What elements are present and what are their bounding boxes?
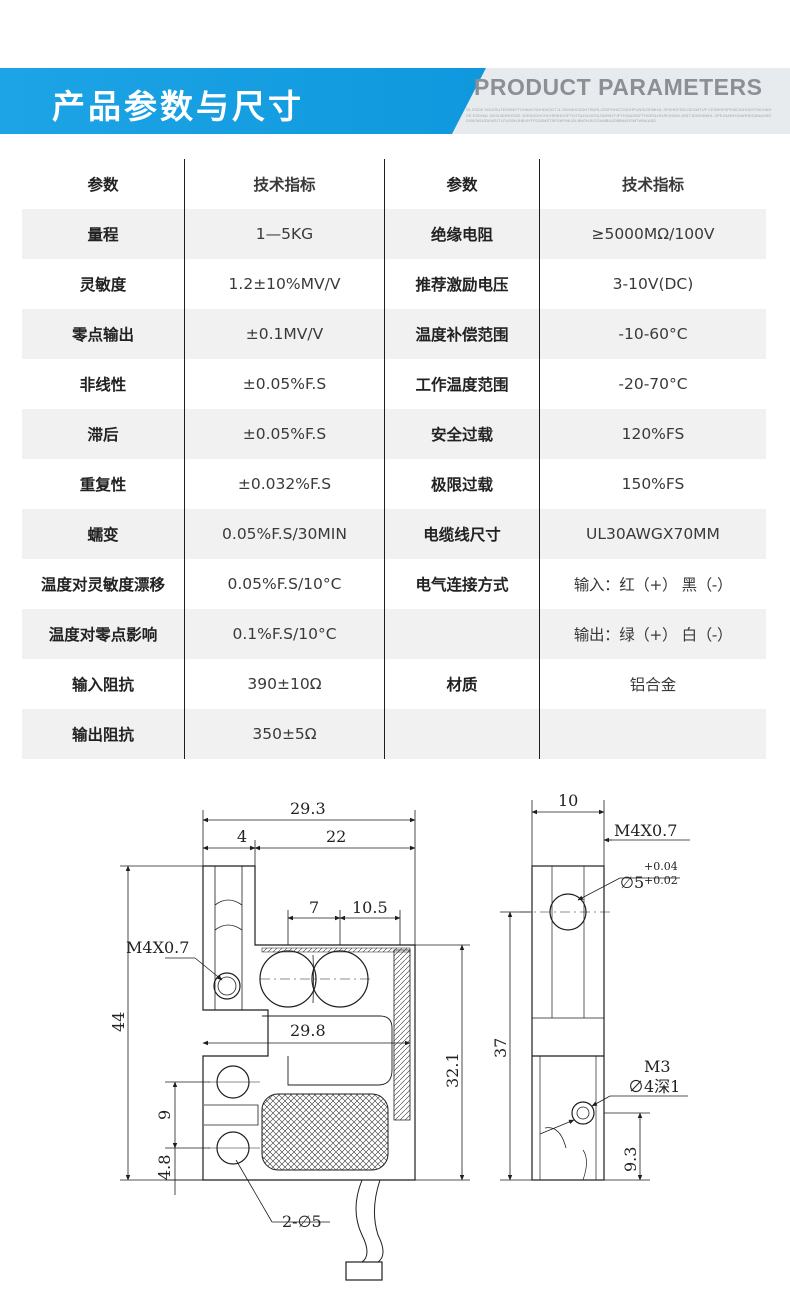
side-small-bore: ∅4深1 — [628, 1077, 680, 1096]
dim-hole-spacing: 9 — [155, 1110, 174, 1120]
param-value-2-4: -20-70°C — [539, 359, 766, 409]
param-name-8: 温度对灵敏度漂移 — [22, 559, 185, 609]
param-value-4: ±0.05%F.S — [184, 359, 385, 409]
page-title-english: PRODUCT PARAMETERS — [474, 74, 763, 100]
param-name-2-6: 极限过载 — [384, 459, 540, 509]
page-title: 产品参数与尺寸 — [52, 87, 304, 126]
dim-inner-height: 32.1 — [443, 1052, 462, 1088]
dimension-drawing: 29.3 4 22 7 10.5 29.8 44 32.1 9 4.8 M4X0… — [109, 791, 690, 1281]
param-value-7: 0.05%F.S/30MIN — [184, 509, 385, 559]
param-value-2: 1.2±10%MV/V — [184, 259, 385, 309]
column-header-2: 参数 — [384, 159, 540, 209]
param-name-11: 输出阻抗 — [22, 709, 185, 759]
dim-hole-offset: 4.8 — [155, 1155, 174, 1180]
param-name-3: 零点输出 — [22, 309, 185, 359]
cable-connector — [345, 1261, 383, 1281]
param-value-2-10: 铝合金 — [539, 659, 766, 709]
param-value-2-5: 120%FS — [539, 409, 766, 459]
param-name-2-9 — [384, 609, 540, 659]
strain-gauge-pad — [261, 1093, 389, 1171]
dim-total-width: 29.3 — [290, 799, 326, 818]
param-value-11: 350±5Ω — [184, 709, 385, 759]
param-value-10: 390±10Ω — [184, 659, 385, 709]
param-value-6: ±0.032%F.S — [184, 459, 385, 509]
table-header-row: 参数技术指标参数技术指标 — [22, 159, 766, 209]
side-body-outline — [531, 865, 605, 1181]
param-name-4: 非线性 — [22, 359, 185, 409]
param-value-2-8: 输入：红（+） 黑（-） — [539, 559, 766, 609]
banner-fine-print: OL ESOE 3GLESUTEGRNOTGHAHCSDHDKGDTJL SDH… — [466, 107, 772, 123]
front-view — [120, 810, 470, 1281]
param-name-5: 滞后 — [22, 409, 185, 459]
param-name-2-11 — [384, 709, 540, 759]
dim-right-width: 22 — [326, 827, 346, 846]
param-name-2-7: 电缆线尺寸 — [384, 509, 540, 559]
param-name-2-5: 安全过载 — [384, 409, 540, 459]
header-banner: 产品参数与尺寸 PRODUCT PARAMETERS OL ESOE 3GLES… — [0, 68, 790, 134]
side-dim-width: 10 — [558, 791, 578, 810]
side-small-thread: M3 — [644, 1057, 671, 1076]
column-header-1: 技术指标 — [184, 159, 385, 209]
param-name-1: 量程 — [22, 209, 185, 259]
param-value-2-11 — [539, 709, 766, 759]
param-name-6: 重复性 — [22, 459, 185, 509]
param-value-9: 0.1%F.S/10°C — [184, 609, 385, 659]
dim-hole-b: 10.5 — [352, 898, 388, 917]
param-value-3: ±0.1MV/V — [184, 309, 385, 359]
dim-left-width: 4 — [237, 827, 247, 846]
param-value-2-7: UL30AWGX70MM — [539, 509, 766, 559]
param-name-2: 灵敏度 — [22, 259, 185, 309]
side-view-labels: 10 M4X0.7 ∅5 +0.04 +0.02 37 M3 ∅4深1 9.3 — [491, 791, 680, 1172]
holes-label: 2-∅5 — [282, 1212, 322, 1231]
dim-height: 44 — [109, 1012, 128, 1032]
param-value-2-3: -10-60°C — [539, 309, 766, 359]
front-view-labels: 29.3 4 22 7 10.5 29.8 44 32.1 9 4.8 M4X0… — [109, 799, 462, 1231]
dim-inner: 29.8 — [290, 1021, 326, 1040]
column-header-0: 参数 — [22, 159, 185, 209]
column-header-3: 技术指标 — [539, 159, 766, 209]
banner-grey-panel — [452, 68, 790, 134]
param-name-7: 蠕变 — [22, 509, 185, 559]
param-name-2-2: 推荐激励电压 — [384, 259, 540, 309]
front-thread-hole — [213, 972, 241, 1000]
param-value-2-6: 150%FS — [539, 459, 766, 509]
dim-hole-a: 7 — [309, 898, 319, 917]
side-bore-tol-upper: +0.04 — [644, 860, 678, 873]
side-small-hole — [571, 1101, 595, 1125]
param-name-2-3: 温度补偿范围 — [384, 309, 540, 359]
param-value-1: 1—5KG — [184, 209, 385, 259]
param-value-2-9: 输出：绿（+） 白（-） — [539, 609, 766, 659]
cable — [355, 1179, 384, 1263]
param-value-2-1: ≥5000MΩ/100V — [539, 209, 766, 259]
side-bore-label: ∅5 — [620, 873, 644, 892]
param-name-2-1: 绝缘电阻 — [384, 209, 540, 259]
side-dim-bottom: 9.3 — [621, 1147, 640, 1172]
front-thread-label: M4X0.7 — [126, 938, 189, 957]
param-name-2-4: 工作温度范围 — [384, 359, 540, 409]
side-dim-height: 37 — [491, 1038, 510, 1058]
side-thread-label: M4X0.7 — [614, 821, 677, 840]
param-name-10: 输入阻抗 — [22, 659, 185, 709]
side-view — [500, 800, 690, 1181]
side-bore-tol-lower: +0.02 — [644, 874, 678, 887]
param-name-2-10: 材质 — [384, 659, 540, 709]
param-name-2-8: 电气连接方式 — [384, 559, 540, 609]
param-value-2-2: 3-10V(DC) — [539, 259, 766, 309]
banner-blue-panel — [0, 68, 490, 134]
param-value-8: 0.05%F.S/10°C — [184, 559, 385, 609]
param-name-9: 温度对零点影响 — [22, 609, 185, 659]
param-value-5: ±0.05%F.S — [184, 409, 385, 459]
